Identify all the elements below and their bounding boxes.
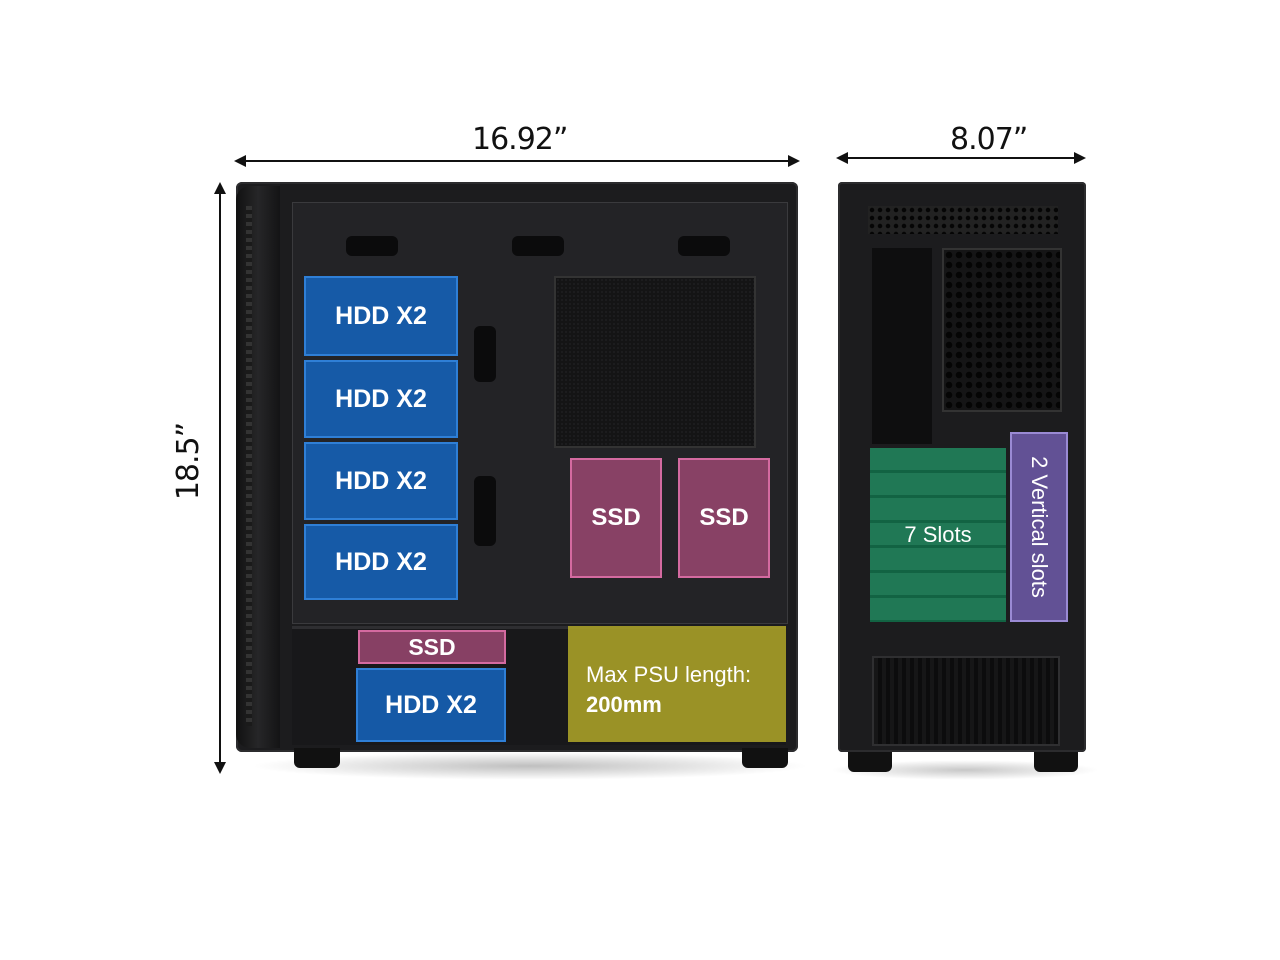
top-vent-mesh <box>868 206 1058 234</box>
case-foot-left <box>294 748 340 768</box>
width-dimension-label: 16.92” <box>472 122 568 157</box>
psu-length-label: Max PSU length: <box>586 662 752 687</box>
depth-arrow-left-icon <box>836 152 848 164</box>
height-dimension-label: 18.5” <box>171 422 207 501</box>
case-foot-right <box>742 748 788 768</box>
hdd-bay-2: HDD X2 <box>304 360 458 438</box>
back-view-shadow <box>830 760 1100 780</box>
vertical-slots-label: 2 Vertical slots <box>1027 456 1052 598</box>
depth-arrow-right-icon <box>1074 152 1086 164</box>
hdd-bay-4: HDD X2 <box>304 524 458 600</box>
back-foot-right <box>1034 752 1078 772</box>
cpu-cooler-cutout <box>554 276 756 448</box>
bottom-ssd-mount: SSD <box>358 630 506 664</box>
bottom-hdd-bay: HDD X2 <box>356 668 506 742</box>
height-arrow-down-icon <box>214 762 226 774</box>
width-dimension-line <box>244 160 790 162</box>
side-view-shadow <box>250 752 810 780</box>
cable-cutout-mid-2 <box>474 476 496 546</box>
cable-cutout-top-3 <box>678 236 730 256</box>
psu-length-value: 200mm <box>586 692 662 717</box>
height-dimension-line <box>219 192 221 764</box>
expansion-slots-label: 7 Slots <box>904 522 972 547</box>
case-front-panel <box>236 186 280 748</box>
hdd-bay-3: HDD X2 <box>304 442 458 520</box>
hdd-bay-1: HDD X2 <box>304 276 458 356</box>
vertical-slots: 2 Vertical slots <box>1010 432 1068 622</box>
psu-rear-opening <box>872 656 1060 746</box>
ssd-mount-2: SSD <box>678 458 770 578</box>
rear-fan-mesh <box>942 248 1062 412</box>
height-arrow-up-icon <box>214 182 226 194</box>
cable-cutout-top-1 <box>346 236 398 256</box>
width-arrow-right-icon <box>788 155 800 167</box>
back-foot-left <box>848 752 892 772</box>
io-shield-opening <box>872 248 932 444</box>
ssd-mount-1: SSD <box>570 458 662 578</box>
width-arrow-left-icon <box>234 155 246 167</box>
expansion-slots: 7 Slots <box>870 448 1006 622</box>
cable-cutout-mid-1 <box>474 326 496 382</box>
depth-dimension-label: 8.07” <box>950 122 1028 157</box>
cable-cutout-top-2 <box>512 236 564 256</box>
depth-dimension-line <box>846 157 1076 159</box>
psu-area: Max PSU length: 200mm <box>568 626 786 742</box>
